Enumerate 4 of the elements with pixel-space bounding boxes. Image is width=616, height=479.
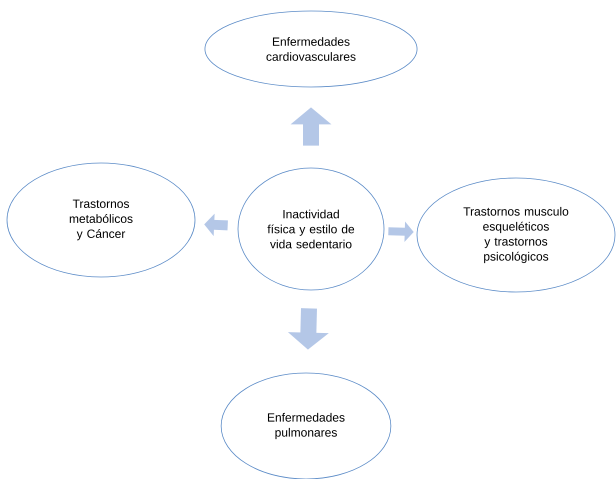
ellipse-node: Inactividad física y estilo de vida sedentario — [238, 168, 384, 290]
ellipse-node: Enfermedades cardiovasculares — [204, 10, 418, 88]
ellipse-node: Trastornos musculo esqueléticos y trastornos psicológicos — [416, 178, 616, 292]
ellipse-node: Trastornos metabólicos y Cáncer — [6, 162, 196, 278]
